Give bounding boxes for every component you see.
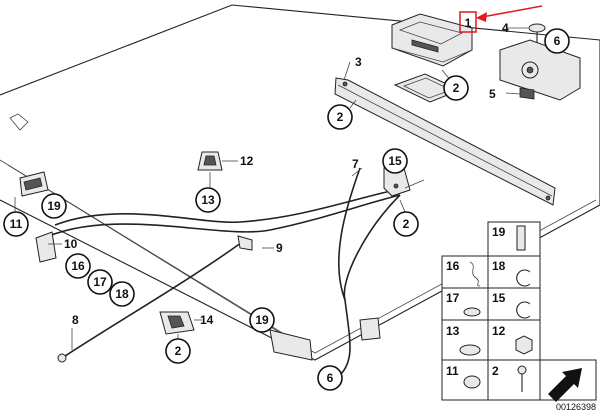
callout-19b: 19 bbox=[249, 307, 275, 333]
console-box-part-1 bbox=[391, 13, 473, 67]
callout-1: 1 bbox=[459, 11, 477, 33]
callout-15: 15 bbox=[382, 148, 408, 174]
grid-label-12: 12 bbox=[492, 324, 506, 338]
grid-label-11: 11 bbox=[446, 364, 459, 378]
callout-17: 17 bbox=[87, 269, 113, 295]
callout-13: 13 bbox=[195, 187, 221, 213]
label-3: 3 bbox=[355, 55, 362, 69]
cable-assembly-7 bbox=[39, 167, 425, 376]
rod-part-8 bbox=[57, 235, 253, 363]
callout-2d: 2 bbox=[165, 338, 191, 364]
svg-text:11: 11 bbox=[10, 217, 23, 231]
grid-label-19: 19 bbox=[492, 225, 506, 239]
svg-text:2: 2 bbox=[453, 81, 460, 95]
grid-cell-15 bbox=[487, 287, 541, 321]
rail-part-3 bbox=[334, 61, 556, 206]
callout-6a: 6 bbox=[544, 28, 570, 54]
svg-text:6: 6 bbox=[554, 34, 561, 48]
svg-text:6: 6 bbox=[327, 371, 334, 385]
label-4: 4 bbox=[502, 21, 509, 35]
clip-part-14 bbox=[159, 311, 202, 335]
svg-text:2: 2 bbox=[175, 344, 182, 358]
svg-text:18: 18 bbox=[115, 287, 129, 301]
highlight-arrow bbox=[476, 5, 543, 22]
callout-19a: 19 bbox=[41, 193, 67, 219]
label-9: 9 bbox=[276, 241, 283, 255]
svg-text:16: 16 bbox=[71, 259, 85, 273]
svg-text:13: 13 bbox=[201, 193, 215, 207]
label-14: 14 bbox=[200, 313, 214, 327]
callout-6b: 6 bbox=[317, 365, 343, 391]
grid-cell-2 bbox=[487, 359, 541, 401]
callout-16: 16 bbox=[65, 253, 91, 279]
label-5: 5 bbox=[489, 87, 496, 101]
left-bracket-parts bbox=[19, 171, 57, 263]
callout-11: 11 bbox=[3, 211, 29, 237]
grid-label-18: 18 bbox=[492, 259, 506, 273]
label-8: 8 bbox=[72, 313, 79, 327]
grid-cell-18 bbox=[487, 255, 541, 289]
callout-2a: 2 bbox=[443, 75, 469, 101]
grid-label-13: 13 bbox=[446, 324, 460, 338]
label-10: 10 bbox=[64, 237, 78, 251]
lock-mechanism bbox=[499, 39, 581, 101]
callout-18: 18 bbox=[109, 281, 135, 307]
small-parts-grid: 19 16 18 17 15 13 12 11 2 bbox=[441, 221, 597, 402]
callout-2b: 2 bbox=[327, 104, 353, 130]
direction-arrow-icon bbox=[548, 368, 582, 402]
clip-part-12 bbox=[197, 151, 238, 171]
svg-text:19: 19 bbox=[255, 313, 269, 327]
label-12: 12 bbox=[240, 154, 254, 168]
grid-label-15: 15 bbox=[492, 291, 506, 305]
bottom-bracket bbox=[269, 317, 381, 361]
grid-label-2: 2 bbox=[492, 364, 499, 378]
callout-2c: 2 bbox=[393, 211, 419, 237]
label-7: 7 bbox=[352, 157, 359, 171]
svg-text:2: 2 bbox=[337, 110, 344, 124]
grid-cell-17 bbox=[441, 287, 489, 321]
svg-text:17: 17 bbox=[93, 275, 107, 289]
svg-text:1: 1 bbox=[465, 16, 472, 30]
grid-label-17: 17 bbox=[446, 291, 460, 305]
grid-cell-16 bbox=[441, 255, 489, 289]
svg-text:19: 19 bbox=[47, 199, 61, 213]
screw-part-4 bbox=[506, 23, 546, 44]
grid-cell-19 bbox=[487, 221, 541, 257]
svg-text:15: 15 bbox=[388, 154, 402, 168]
svg-text:2: 2 bbox=[403, 217, 410, 231]
reference-number: 00126398 bbox=[556, 402, 596, 412]
grid-label-16: 16 bbox=[446, 259, 460, 273]
